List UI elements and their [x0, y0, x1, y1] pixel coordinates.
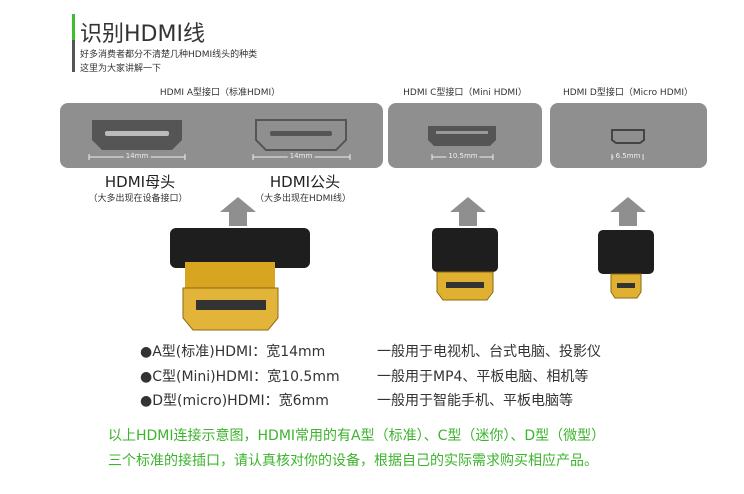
micro-port-icon — [611, 129, 645, 144]
male-note: （大多出现在HDMI线） — [254, 194, 352, 204]
spec-d-type: ●D型(micro)HDMI：宽6mm — [140, 393, 329, 409]
accent-bar-dark — [72, 40, 75, 72]
spec-a-use: 一般用于电视机、台式电脑、投影仪 — [377, 344, 601, 360]
panel-d-label: HDMI D型接口（Micro HDMI） — [562, 88, 694, 98]
accent-bar — [72, 14, 75, 40]
arrow-up-icons — [220, 197, 646, 226]
dim-label-micro: 6.5mm — [613, 152, 643, 160]
spec-a-type: ●A型(标准)HDMI：宽14mm — [140, 344, 326, 360]
subtitle-1: 好多消费者都分不清楚几种HDMI线头的种类 — [80, 50, 258, 60]
footer-line-1: 以上HDMI连接示意图，HDMI常用的有A型（标准）、C型（迷你）、D型（微型） — [108, 428, 606, 444]
panel-c-label: HDMI C型接口（Mini HDMI） — [403, 88, 527, 98]
spec-c-type: ●C型(Mini)HDMI：宽10.5mm — [140, 369, 340, 385]
dim-label-mini: 10.5mm — [446, 152, 480, 160]
hdmi-c-cable-image — [432, 228, 498, 301]
female-port-icon — [92, 120, 182, 150]
female-note: （大多出现在设备接口） — [88, 194, 188, 204]
dim-label-female: 14mm — [123, 152, 151, 160]
panel-a-label: HDMI A型接口（标准HDMI） — [159, 88, 281, 98]
spec-c-use: 一般用于MP4、平板电脑、相机等 — [377, 369, 589, 385]
hdmi-a-cable-image — [170, 228, 310, 331]
male-port-icon — [255, 119, 347, 151]
page-title: 识别HDMI线 — [80, 22, 205, 47]
footer-line-2: 三个标准的接插口，请认真核对你的设备，根据自己的实际需求购买相应产品。 — [108, 453, 598, 469]
male-title: HDMI公头 — [269, 173, 341, 191]
dim-label-male: 14mm — [287, 152, 315, 160]
hdmi-d-cable-image — [598, 230, 654, 299]
female-title: HDMI母头 — [104, 173, 176, 191]
spec-d-use: 一般用于智能手机、平板电脑等 — [377, 393, 573, 409]
mini-port-icon — [428, 126, 496, 146]
subtitle-2: 这里为大家讲解一下 — [80, 64, 162, 74]
